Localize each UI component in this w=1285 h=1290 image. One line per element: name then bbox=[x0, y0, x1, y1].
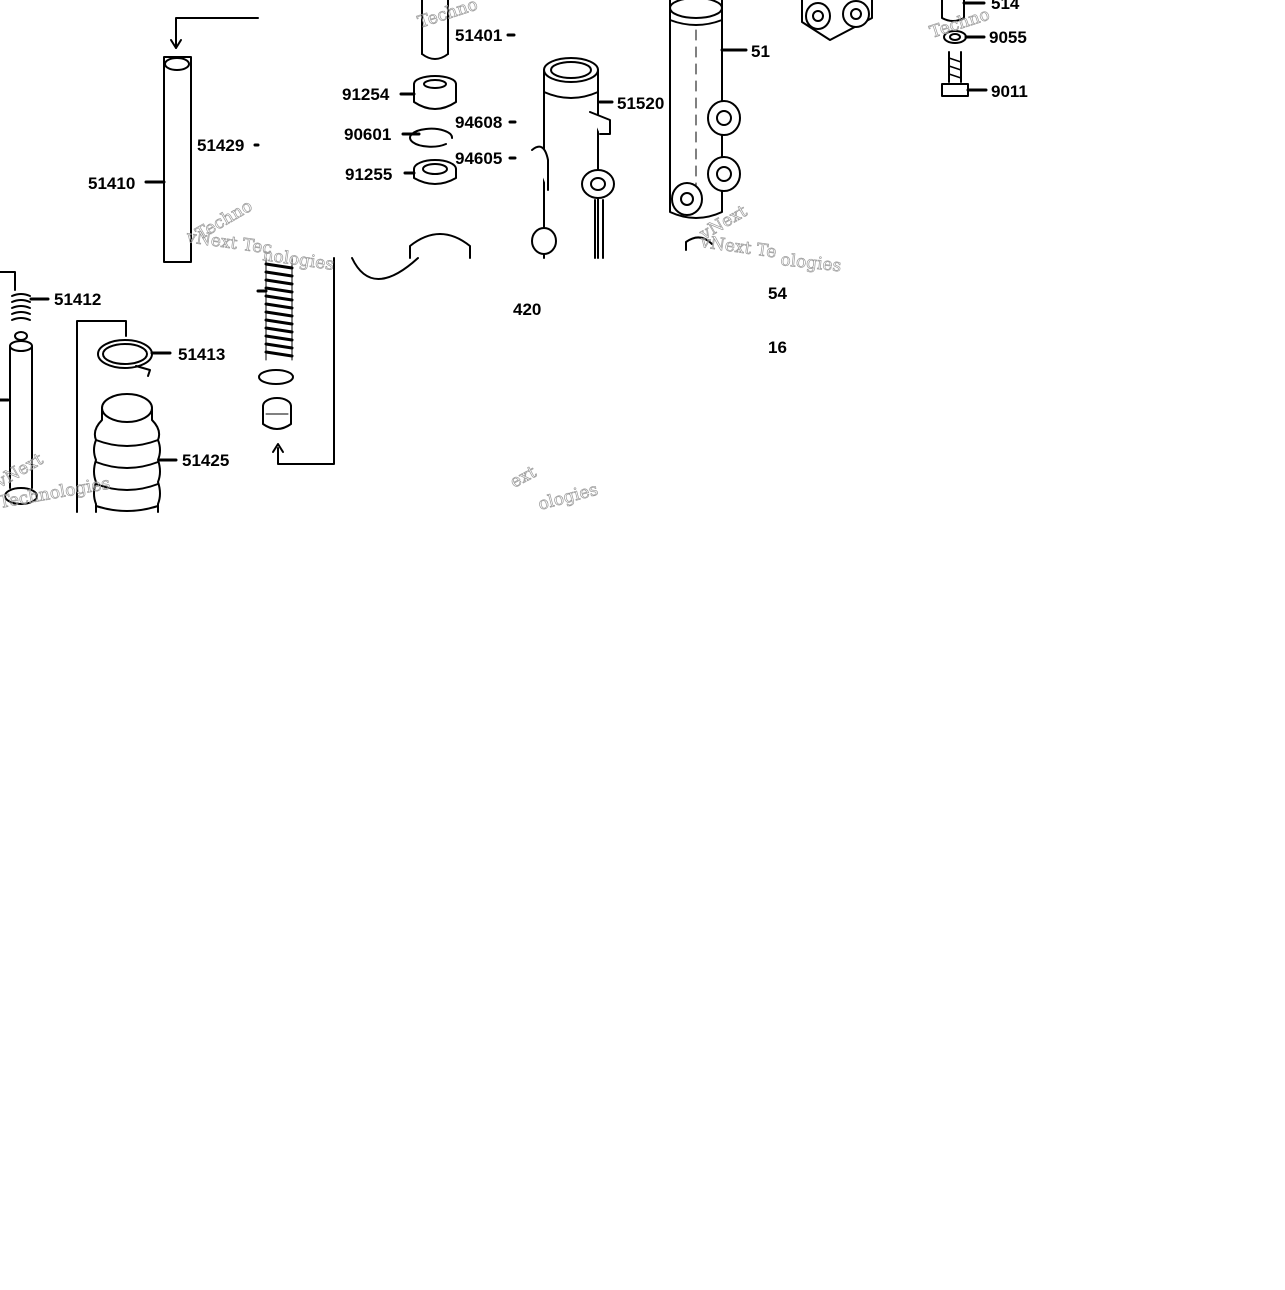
watermark-text: ext bbox=[507, 462, 540, 492]
watermark-text: ologies bbox=[779, 250, 842, 276]
watermark-text: nologies bbox=[261, 245, 335, 275]
label-94605: 94605 bbox=[455, 149, 502, 168]
clip-90601 bbox=[401, 127, 454, 148]
fastener-group bbox=[941, 0, 988, 97]
label-51412: 51412 bbox=[54, 290, 101, 309]
fork-tube-51410 bbox=[144, 17, 260, 263]
clamp-ring-51413 bbox=[97, 339, 172, 377]
washer-91255 bbox=[403, 159, 457, 185]
label-51: 51 bbox=[751, 42, 770, 61]
bracket-block bbox=[801, 0, 873, 41]
label-51429: 51429 bbox=[197, 136, 244, 155]
label-51520: 51520 bbox=[617, 94, 664, 113]
outer-tube-51520 bbox=[531, 57, 615, 259]
label-54: 54 bbox=[768, 284, 787, 303]
dust-boot-51425 bbox=[93, 393, 178, 513]
part-labels: 51401 91254 90601 91255 94608 94605 5152… bbox=[54, 0, 1028, 470]
label-514: 514 bbox=[991, 0, 1020, 13]
label-51401: 51401 bbox=[455, 26, 502, 45]
damper-rod-51401 bbox=[421, 0, 516, 60]
label-90601: 90601 bbox=[344, 125, 391, 144]
bracket-line-51413 bbox=[76, 320, 127, 513]
label-420: 420 bbox=[513, 300, 541, 319]
label-51413: 51413 bbox=[178, 345, 225, 364]
fork-leg-51 bbox=[669, 0, 748, 251]
label-51410: 51410 bbox=[88, 174, 135, 193]
fork-spring bbox=[256, 257, 335, 465]
bushing-91254 bbox=[399, 75, 457, 110]
spring-51412 bbox=[0, 271, 50, 341]
label-94608: 94608 bbox=[455, 113, 502, 132]
seal-partial bbox=[351, 120, 517, 280]
label-91254: 91254 bbox=[342, 85, 390, 104]
watermark-text: ologies bbox=[536, 480, 600, 515]
label-16: 16 bbox=[768, 338, 787, 357]
label-91255: 91255 bbox=[345, 165, 392, 184]
damper-rod-lower bbox=[0, 340, 38, 505]
watermark: Techno vNext Tec nologies vNext Te ologi… bbox=[0, 0, 993, 515]
label-9011: 9011 bbox=[991, 82, 1028, 101]
label-51425: 51425 bbox=[182, 451, 229, 470]
label-9055: 9055 bbox=[989, 28, 1027, 47]
